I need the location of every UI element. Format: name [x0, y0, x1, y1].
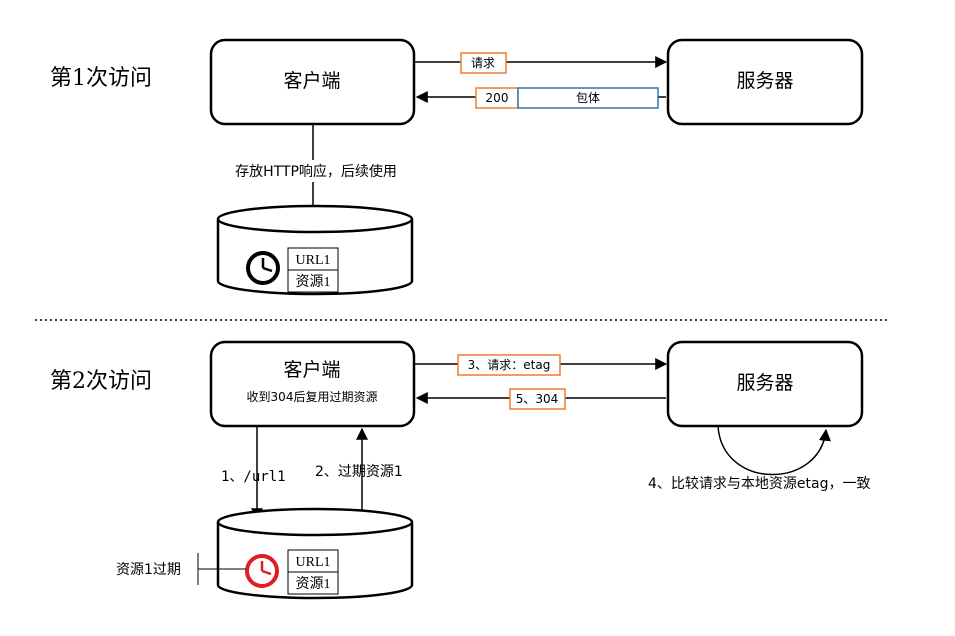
- visit2-server-box: 服务器: [666, 340, 864, 428]
- visit1-response-body: 包体: [517, 87, 659, 109]
- visit1-client-label: 客户端: [283, 70, 340, 92]
- visit2-cache-url: URL1: [296, 555, 331, 570]
- svg-text:5、304: 5、304: [516, 392, 559, 406]
- visit2-title: 第2次访问: [50, 369, 152, 394]
- visit1-server-box: 服务器: [666, 38, 864, 126]
- visit1-response-code: 200: [475, 87, 519, 109]
- visit1-request-tag: 请求: [460, 52, 507, 74]
- expired-clock-icon: [245, 554, 279, 588]
- visit2-cache-resource: 资源1: [296, 576, 331, 592]
- visit2-client-note: 收到304后复用过期资源: [247, 390, 378, 404]
- expired-note: 资源1过期: [116, 562, 181, 578]
- visit1-cache-url: URL1: [296, 253, 331, 268]
- visit1-client-box: 客户端: [209, 38, 416, 126]
- visit2-response-tag: 5、304: [509, 388, 566, 410]
- visit2-client-box: 客户端 收到304后复用过期资源: [209, 340, 416, 428]
- visit1-server-label: 服务器: [736, 70, 793, 92]
- svg-text:3、请求：etag: 3、请求：etag: [468, 358, 551, 372]
- visit1-title: 第1次访问: [50, 66, 152, 91]
- expired-callout-line: [197, 553, 246, 585]
- visit1-store-note: 存放HTTP响应，后续使用: [235, 163, 397, 180]
- compare-loop-arrow: [717, 425, 831, 476]
- visit2-client-label: 客户端: [283, 359, 340, 381]
- svg-text:请求: 请求: [471, 56, 495, 70]
- visit1-cache-table: URL1 资源1: [287, 247, 339, 293]
- visit2-cache-table: URL1 资源1: [287, 549, 339, 595]
- svg-text:200: 200: [486, 91, 509, 105]
- visit1-cache-resource: 资源1: [296, 274, 331, 290]
- visit2-request-tag: 3、请求：etag: [457, 354, 561, 376]
- step1-label: 1、/url1: [221, 469, 286, 485]
- step2-label: 2、过期资源1: [315, 464, 403, 480]
- clock-icon: [246, 251, 280, 285]
- visit2-server-label: 服务器: [736, 372, 793, 394]
- compare-note: 4、比较请求与本地资源etag，一致: [648, 476, 870, 492]
- svg-text:包体: 包体: [576, 91, 600, 105]
